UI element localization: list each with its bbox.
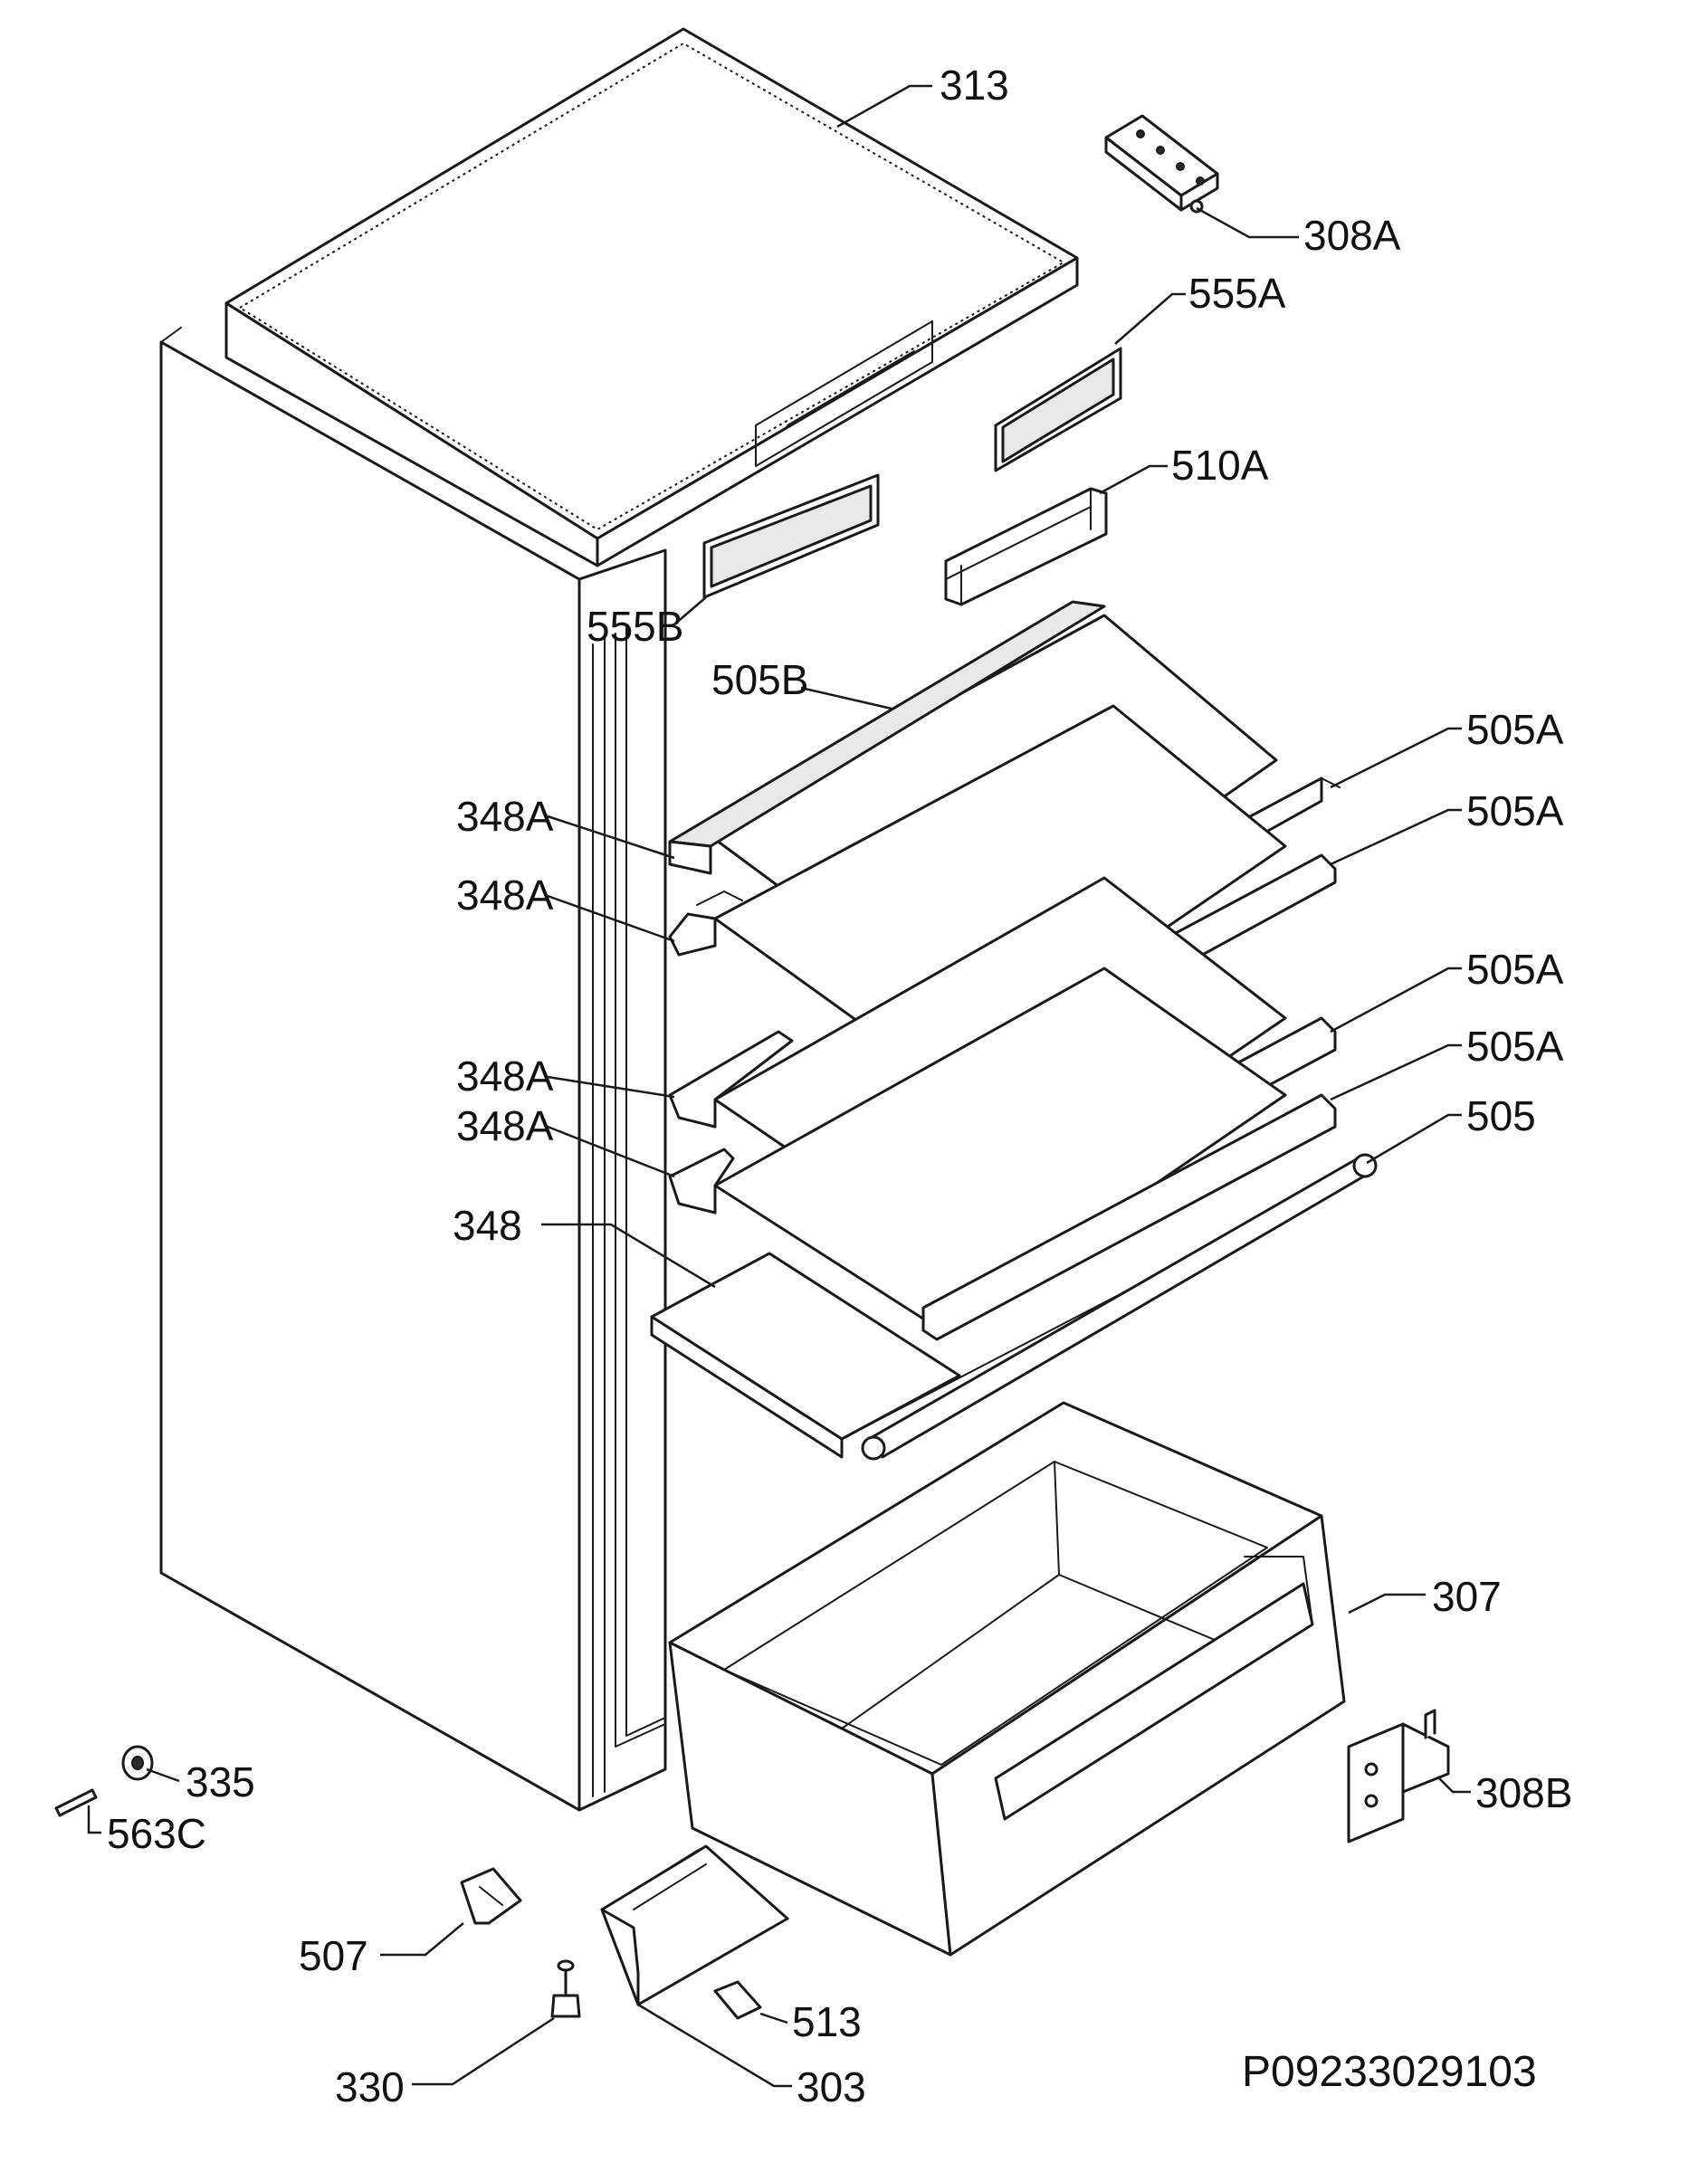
label-505a-2: 505A [1466, 787, 1564, 834]
label-348a-3: 348A [456, 1053, 554, 1100]
foot-335 [121, 1745, 154, 1781]
label-505a-3: 505A [1466, 946, 1564, 993]
drawing-code: P09233029103 [1242, 2048, 1537, 2096]
shelf-glass-4 [668, 967, 1337, 1341]
label-348a-1: 348A [456, 793, 554, 840]
label-510a: 510A [1171, 442, 1269, 489]
label-505a-4: 505A [1466, 1023, 1564, 1070]
clip-507 [460, 1867, 522, 1925]
pin-563c [54, 1788, 98, 1817]
hinge-bottom [1347, 1709, 1450, 1843]
label-505: 505 [1466, 1092, 1536, 1139]
foot-330 [550, 1959, 581, 2018]
label-313: 313 [940, 62, 1009, 109]
label-348a-4: 348A [456, 1102, 554, 1149]
top-cover [224, 27, 1079, 567]
label-513: 513 [792, 1998, 862, 2045]
shelf-glass-bottom [650, 1203, 1295, 1459]
label-507: 507 [299, 1932, 368, 1979]
clip-513 [713, 1980, 762, 2020]
label-330: 330 [335, 2063, 405, 2110]
hinge-top [1104, 114, 1219, 214]
label-563c: 563C [107, 1810, 206, 1857]
leader-lines [87, 84, 1471, 2088]
label-308b: 308B [1475, 1769, 1572, 1816]
label-505b: 505B [711, 656, 808, 703]
retainer-510a [944, 487, 1108, 606]
label-303: 303 [797, 2063, 866, 2110]
label-308a: 308A [1303, 212, 1401, 259]
part-labels: 313 308A 555A 510A 555B 505B 505A 505A 5… [107, 62, 1572, 2110]
rail-505 [861, 1153, 1378, 1461]
label-505a-1: 505A [1466, 706, 1564, 753]
kick-plate-303 [600, 1844, 789, 2006]
label-348: 348 [453, 1202, 522, 1249]
trim-strip-555a [994, 347, 1122, 472]
trim-strip-555b [702, 473, 880, 599]
label-348a-2: 348A [456, 872, 554, 919]
crisper-drawer [668, 1401, 1346, 1957]
label-555a: 555A [1188, 270, 1286, 317]
label-555b: 555B [587, 603, 683, 650]
label-335: 335 [186, 1758, 255, 1805]
cabinet-body [159, 327, 667, 1812]
label-307: 307 [1432, 1573, 1502, 1620]
